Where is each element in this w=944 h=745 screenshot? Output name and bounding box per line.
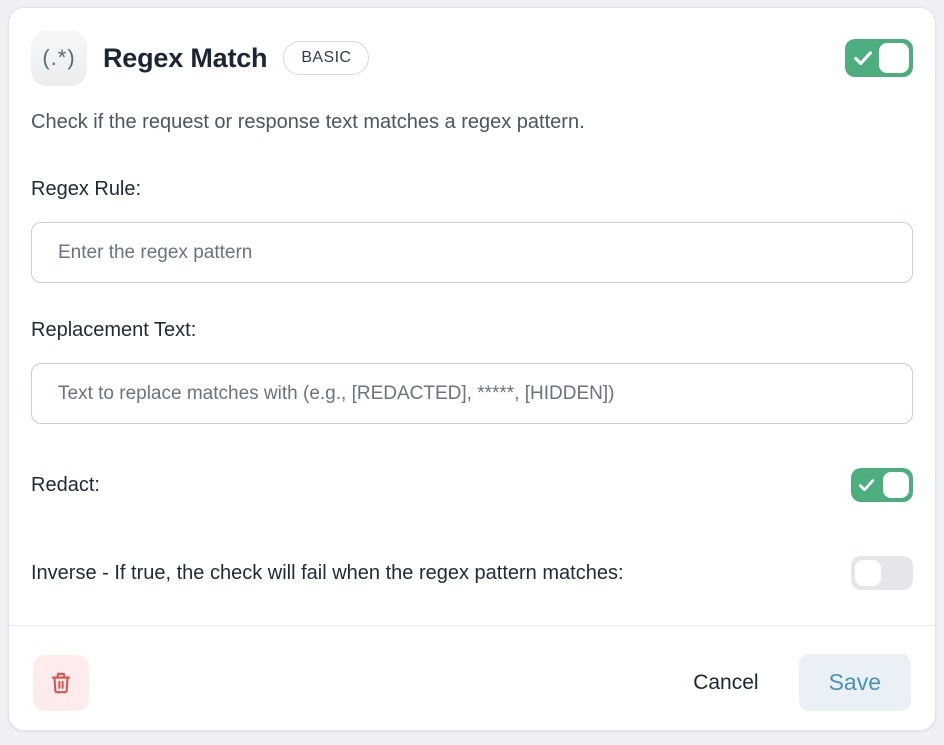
regex-icon: (.*) — [31, 30, 87, 86]
toggle-knob — [879, 43, 909, 73]
replacement-text-input[interactable] — [31, 363, 913, 424]
page-title: Regex Match — [103, 42, 268, 73]
inverse-label: Inverse - If true, the check will fail w… — [31, 561, 624, 584]
regex-match-card: (.*) Regex Match BASIC Check if the requ… — [8, 7, 936, 731]
trash-icon — [51, 672, 71, 693]
regex-rule-input[interactable] — [31, 222, 913, 283]
delete-button[interactable] — [33, 654, 89, 711]
basic-badge: BASIC — [283, 41, 370, 75]
save-button[interactable]: Save — [798, 654, 911, 711]
redact-toggle[interactable] — [851, 468, 913, 502]
redact-row: Redact: — [31, 468, 913, 502]
regex-rule-label: Regex Rule: — [31, 178, 142, 200]
card-footer: Cancel Save — [9, 625, 935, 711]
toggle-knob — [855, 560, 881, 586]
cancel-button[interactable]: Cancel — [679, 661, 772, 705]
check-icon — [858, 479, 875, 492]
inverse-toggle[interactable] — [851, 556, 913, 590]
replacement-text-label: Replacement Text: — [31, 319, 197, 341]
regex-icon-glyph: (.*) — [42, 45, 76, 70]
card-header: (.*) Regex Match BASIC — [31, 30, 913, 86]
toggle-knob — [883, 472, 909, 498]
check-icon — [854, 51, 872, 66]
redact-label: Redact: — [31, 473, 100, 496]
inverse-row: Inverse - If true, the check will fail w… — [31, 556, 913, 590]
card-description: Check if the request or response text ma… — [31, 111, 585, 133]
enabled-toggle[interactable] — [845, 39, 913, 77]
